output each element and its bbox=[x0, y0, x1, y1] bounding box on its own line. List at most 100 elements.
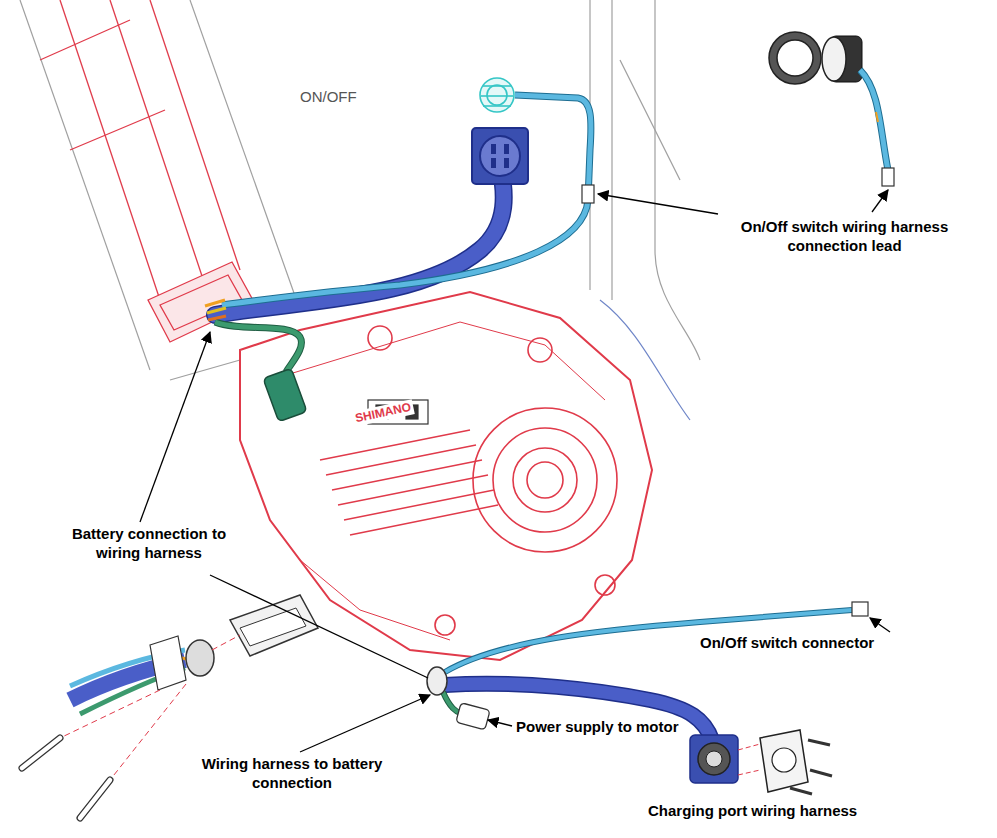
crank-ring bbox=[527, 462, 563, 498]
motor-plug bbox=[263, 368, 307, 421]
lead-marking bbox=[876, 112, 878, 122]
harness-battery-plug bbox=[427, 667, 447, 695]
switch-ridge bbox=[483, 105, 511, 107]
harness-main bbox=[445, 684, 712, 740]
motor-plug-body bbox=[263, 368, 307, 421]
charging-port bbox=[472, 128, 528, 184]
battery-line bbox=[110, 0, 205, 285]
battery-plug bbox=[186, 640, 214, 676]
switch-lead bbox=[860, 70, 888, 170]
screw bbox=[808, 740, 830, 745]
port-pin bbox=[491, 158, 496, 168]
motor-detail bbox=[270, 322, 605, 400]
bolt bbox=[22, 738, 60, 768]
wire-strand bbox=[208, 316, 226, 320]
loose-harness bbox=[443, 610, 852, 740]
frame-line bbox=[190, 0, 300, 310]
switch-cable-outline bbox=[222, 95, 591, 305]
frame-line bbox=[655, 0, 700, 360]
frame-line bbox=[611, 0, 612, 300]
port-socket-core bbox=[706, 751, 722, 767]
screw bbox=[810, 770, 832, 776]
bolt bbox=[80, 780, 110, 818]
switch-lead-connector bbox=[582, 185, 594, 203]
leader-arrow bbox=[488, 720, 512, 726]
harness-main-outline bbox=[445, 684, 712, 740]
battery-line bbox=[150, 0, 240, 270]
bolt-face bbox=[22, 738, 60, 768]
mount-bolt bbox=[368, 326, 392, 350]
motor-fin bbox=[320, 430, 470, 460]
wire-strand bbox=[207, 308, 226, 313]
callout-label: Wiring harness to battery connection bbox=[198, 755, 386, 793]
mount-bolt bbox=[435, 615, 455, 635]
switch-label: ON/OFF bbox=[300, 88, 357, 107]
port-cover-hole bbox=[772, 748, 796, 772]
leader-lines bbox=[140, 190, 890, 752]
leader-arrow bbox=[300, 695, 430, 752]
switch-ridge bbox=[481, 95, 513, 97]
motor-fin bbox=[332, 460, 482, 490]
battery-housing bbox=[40, 0, 254, 342]
callout-label: On/Off switch connector bbox=[700, 634, 874, 653]
port-housing bbox=[690, 735, 738, 783]
motor-fins bbox=[320, 430, 498, 535]
switch-button bbox=[822, 37, 846, 81]
frame-line bbox=[20, 0, 150, 370]
main-cable bbox=[215, 165, 504, 315]
bolt-face bbox=[80, 780, 110, 818]
switch-cable bbox=[222, 95, 591, 305]
screw bbox=[790, 788, 812, 794]
mount-bolt bbox=[528, 338, 552, 362]
plug-body bbox=[456, 703, 490, 730]
motor-cable-outline bbox=[215, 322, 301, 372]
mount-bolt bbox=[595, 575, 615, 595]
switch-ridge bbox=[483, 85, 511, 87]
motor-power-plug bbox=[456, 703, 490, 730]
battery-socket-housing bbox=[230, 595, 318, 656]
leader-arrow bbox=[140, 332, 210, 522]
callout-label: On/Off switch wiring harness connection … bbox=[722, 218, 967, 256]
assembly-line bbox=[738, 770, 760, 775]
port-pin bbox=[504, 158, 509, 168]
frame-line bbox=[170, 360, 240, 380]
top-harness bbox=[205, 95, 591, 372]
switch-ring bbox=[487, 85, 507, 105]
port-cover-plate bbox=[760, 730, 808, 792]
motor-fin bbox=[344, 490, 494, 520]
on-off-switch bbox=[480, 78, 514, 112]
switch-nut-hole bbox=[777, 40, 813, 76]
charging-port-exploded bbox=[690, 730, 832, 794]
crank-ring bbox=[493, 428, 597, 532]
frame-line bbox=[620, 60, 680, 180]
battery-socket-face bbox=[240, 608, 306, 646]
port-pin bbox=[504, 144, 509, 154]
port-socket bbox=[698, 743, 730, 775]
battery-line bbox=[40, 20, 130, 60]
motor-fin bbox=[350, 505, 498, 535]
crank-ring bbox=[513, 448, 577, 512]
connector-clip bbox=[150, 636, 186, 690]
main-cable-outline bbox=[215, 165, 504, 315]
motor-fin bbox=[338, 475, 488, 505]
leader-arrow bbox=[598, 194, 718, 214]
assembly-line bbox=[738, 744, 760, 750]
callout-label: Battery connection to wiring harness bbox=[55, 525, 243, 563]
switch-nut bbox=[769, 32, 821, 84]
leader-line bbox=[210, 575, 428, 678]
assembly-line bbox=[212, 635, 240, 650]
switch-lead-end bbox=[882, 168, 894, 186]
port-pin bbox=[491, 144, 496, 154]
leader-arrow bbox=[870, 618, 890, 632]
assembly-line bbox=[60, 690, 160, 738]
callout-label: Charging port wiring harness bbox=[648, 802, 857, 821]
switch-body bbox=[480, 78, 514, 112]
crank-ring bbox=[473, 408, 617, 552]
wire-strand bbox=[205, 300, 225, 306]
assembly-line bbox=[110, 684, 186, 780]
switch-connector bbox=[852, 602, 868, 616]
motor-cable bbox=[215, 322, 301, 372]
switch-exploded bbox=[769, 32, 894, 186]
